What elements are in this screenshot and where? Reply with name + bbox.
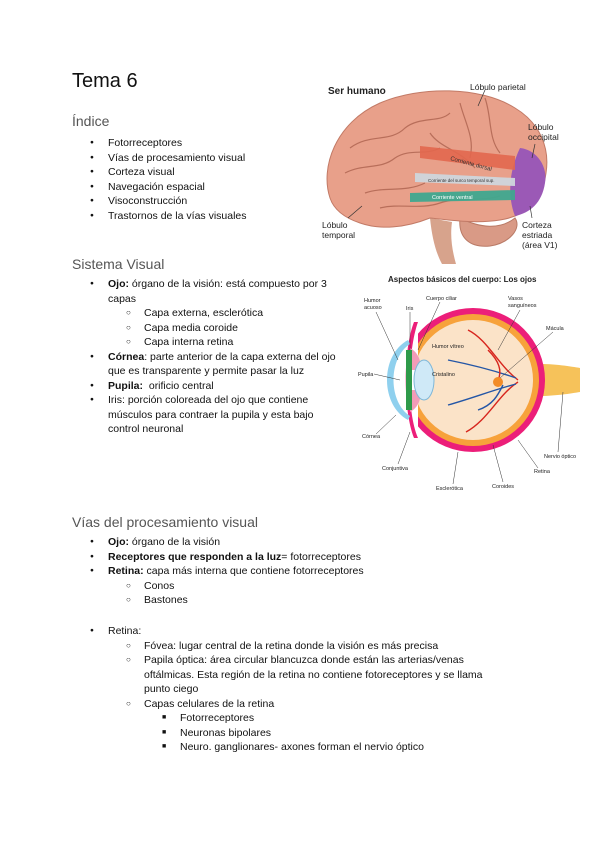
- brain-title: Ser humano: [328, 86, 386, 97]
- sistema-list: Ojo: órgano de la visión: está compuesto…: [72, 277, 342, 437]
- brain-figure: Corriente dorsal Corriente del surco tem…: [310, 78, 572, 264]
- list-item: Capa media coroide: [72, 321, 342, 336]
- macula-label: Mácula: [546, 326, 565, 332]
- term-receptores: Receptores que responden a la luz: [108, 550, 282, 563]
- cornea-label: Córnea: [362, 434, 381, 440]
- ojo-text: órgano de la visión: [129, 536, 221, 548]
- corteza-label-2: estriada: [522, 230, 553, 240]
- list-item-iris: Iris: porción coloreada del ojo que cont…: [72, 393, 342, 437]
- term-ojo: Ojo:: [108, 536, 129, 548]
- sistema-heading: Sistema Visual: [72, 256, 165, 272]
- humor-acuoso-label-2: acuoso: [364, 305, 382, 311]
- list-item-ojo: Ojo: órgano de la visión: está compuesto…: [72, 277, 342, 306]
- term-cornea: Córnea: [108, 350, 145, 363]
- parietal-label: Lóbulo parietal: [470, 82, 526, 92]
- retina-label: Retina: [534, 469, 551, 475]
- vias-list: Ojo: órgano de la visión Receptores que …: [72, 535, 492, 608]
- nervio-label: Nervio óptico: [544, 454, 576, 460]
- list-item-receptores: Receptores que responden a la luz= fotor…: [72, 550, 492, 565]
- occipital-label-1: Lóbulo: [528, 122, 554, 132]
- list-item: Corteza visual: [72, 165, 312, 180]
- list-item-cornea: Córnea: parte anterior de la capa extern…: [72, 350, 342, 379]
- eye-figure: Aspectos básicos del cuerpo: Los ojos: [348, 270, 580, 500]
- brain-illustration: Corriente dorsal Corriente del surco tem…: [322, 82, 559, 264]
- list-item: Fotorreceptores: [72, 136, 312, 151]
- stream-mid-label: Corriente del surco temporal sup.: [428, 178, 495, 183]
- eye-illustration: Aspectos básicos del cuerpo: Los ojos: [358, 275, 580, 492]
- list-item-capas: Capas celulares de la retina: [72, 697, 492, 712]
- list-item-pupila: Pupila: orificio central: [72, 379, 342, 394]
- term-pupila: Pupila:: [108, 379, 144, 392]
- list-item: Bastones: [72, 593, 492, 608]
- list-item-ojo: Ojo: órgano de la visión: [72, 535, 492, 550]
- cuerpo-ciliar-label: Cuerpo ciliar: [426, 296, 457, 302]
- humor-acuoso-label-1: Humor: [364, 298, 381, 304]
- corteza-label-3: (área V1): [522, 240, 558, 250]
- retina-detail-list: Retina: Fóvea: lugar central de la retin…: [72, 624, 492, 755]
- list-item-retina: Retina: capa más interna que contiene fo…: [72, 564, 492, 579]
- conjuntiva-label: Conjuntiva: [382, 466, 409, 472]
- term-ojo: Ojo:: [108, 278, 129, 290]
- occipital-label-2: occipital: [528, 132, 559, 142]
- list-item-fovea: Fóvea: lugar central de la retina donde …: [72, 639, 492, 654]
- pupila-label: Pupila: [358, 372, 374, 378]
- temporal-label-1: Lóbulo: [322, 220, 348, 230]
- humor-vitreo-label: Humor vítreo: [432, 344, 464, 350]
- list-item: Neuronas bipolares: [72, 726, 492, 741]
- list-item: Fotorreceptores: [72, 711, 492, 726]
- vasos-label-2: sanguíneos: [508, 303, 537, 309]
- list-item: Vías de procesamiento visual: [72, 151, 312, 166]
- pupila-text: orificio central: [143, 379, 214, 392]
- list-item: Neuro. ganglionares- axones forman el ne…: [72, 740, 492, 755]
- corteza-label-1: Corteza: [522, 220, 552, 230]
- list-item-retina: Retina:: [72, 624, 492, 639]
- page-title: Tema 6: [72, 70, 138, 92]
- list-item: Capa interna retina: [72, 335, 342, 350]
- indice-list: Fotorreceptores Vías de procesamiento vi…: [72, 136, 312, 223]
- list-item: Navegación espacial: [72, 180, 312, 195]
- list-item-papila: Papila óptica: área circular blancuzca d…: [72, 653, 492, 697]
- list-item: Conos: [72, 579, 492, 594]
- cristalino-label: Cristalino: [432, 372, 455, 378]
- list-item: Visoconstrucción: [72, 194, 312, 209]
- list-item: Capa externa, esclerótica: [72, 306, 342, 321]
- list-item: Trastornos de la vías visuales: [72, 209, 312, 224]
- ojo-text: órgano de la visión: está compuesto por …: [108, 278, 327, 305]
- esclerotica-label: Esclerótica: [436, 486, 464, 492]
- cornea-text: : parte anterior de la capa externa del …: [108, 350, 336, 378]
- retina-text: capa más interna que contiene fotorrecep…: [143, 565, 364, 577]
- iris-label: Iris: [406, 306, 414, 312]
- temporal-label-2: temporal: [322, 230, 355, 240]
- eye-title: Aspectos básicos del cuerpo: Los ojos: [388, 275, 537, 284]
- coroides-label: Coroides: [492, 484, 514, 490]
- term-retina: Retina:: [108, 565, 144, 577]
- vasos-label-1: Vasos: [508, 296, 523, 302]
- indice-heading: Índice: [72, 113, 110, 129]
- receptores-text: = fotorreceptores: [281, 550, 361, 563]
- stream-ventral-label: Corriente ventral: [432, 195, 473, 201]
- vias-heading: Vías del procesamiento visual: [72, 514, 258, 530]
